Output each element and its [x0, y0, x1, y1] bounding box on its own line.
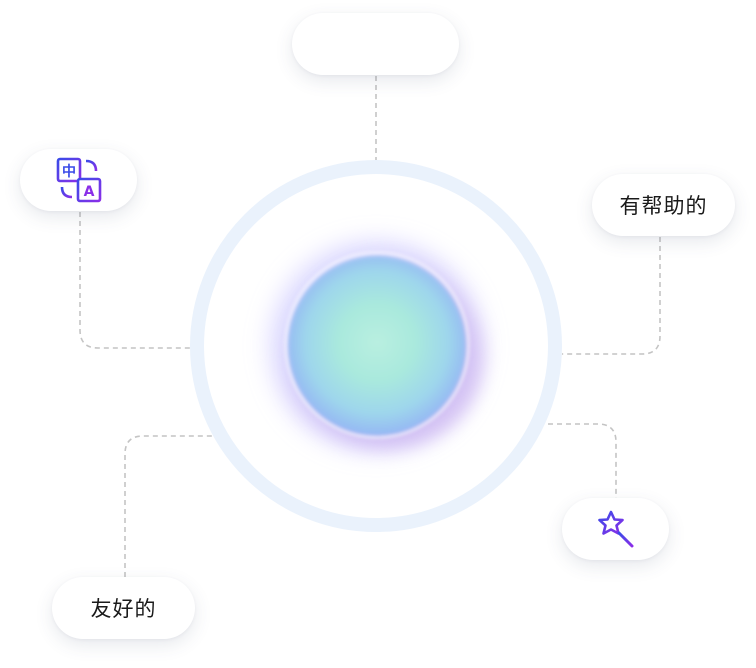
orb-rim	[284, 251, 470, 439]
connector-magic	[548, 423, 617, 498]
connector-helpful	[562, 237, 661, 355]
audio-waveform-icon	[349, 24, 402, 64]
helpful-node: 有帮助的	[592, 174, 735, 236]
translate-node: 中 A	[20, 149, 137, 211]
voice-node	[292, 13, 459, 75]
translate-glyph-zh: 中	[62, 163, 76, 180]
connector-friendly	[124, 435, 212, 577]
magic-node	[562, 498, 669, 560]
friendly-node: 友好的	[52, 577, 195, 639]
friendly-label: 友好的	[90, 597, 157, 621]
helpful-label: 有帮助的	[619, 194, 708, 218]
magic-wand-icon	[597, 510, 633, 548]
translate-icon: 中 A	[56, 157, 101, 203]
translate-glyph-a: A	[83, 184, 94, 200]
connector-translate	[79, 212, 190, 349]
